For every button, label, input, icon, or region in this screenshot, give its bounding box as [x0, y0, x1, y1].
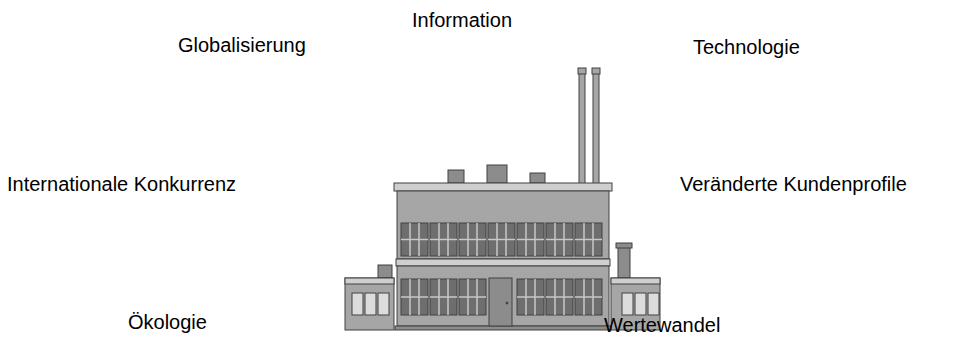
factory-part — [365, 293, 376, 315]
factory-building — [345, 68, 660, 330]
factory-part — [517, 296, 544, 298]
factor-label: Veränderte Kundenprofile — [680, 173, 907, 196]
factory-part — [488, 223, 515, 256]
factory-part — [648, 293, 659, 315]
factory-part — [401, 223, 428, 256]
factory-part — [401, 296, 428, 298]
factory-part — [593, 72, 599, 184]
factory-windows — [401, 223, 602, 315]
factory-part — [459, 279, 486, 315]
factory-part — [345, 278, 394, 284]
factory-part — [459, 223, 486, 256]
factory-part — [378, 293, 389, 315]
factory-part — [448, 170, 464, 183]
factory-part — [430, 223, 457, 256]
factory-part — [592, 68, 600, 74]
factory-part — [611, 278, 660, 284]
factory-part — [618, 247, 630, 278]
factory-part — [430, 239, 457, 241]
factory-part — [575, 279, 602, 315]
factory-part — [530, 173, 545, 183]
factory-part — [397, 266, 609, 326]
factory-part — [575, 223, 602, 256]
factory-part — [622, 293, 633, 315]
factory-part — [401, 239, 428, 241]
factory-part — [488, 223, 515, 256]
factor-label: Information — [412, 9, 512, 32]
factor-label: Internationale Konkurrenz — [7, 173, 236, 196]
factory-part — [487, 165, 507, 183]
factory-part — [546, 223, 573, 256]
factory-part — [517, 239, 544, 241]
factory-part — [459, 239, 486, 241]
factory-part — [395, 326, 611, 330]
factory-part — [546, 223, 573, 256]
factory-part — [546, 296, 573, 298]
factory-part — [401, 223, 428, 256]
factory-part — [635, 293, 646, 315]
factory-part — [517, 223, 544, 256]
factory-part — [517, 279, 544, 315]
factory-part — [396, 259, 610, 266]
factory-part — [459, 296, 486, 298]
factory-part — [517, 223, 544, 256]
factor-label: Ökologie — [128, 311, 207, 334]
factory-part — [378, 265, 392, 278]
factor-label: Technologie — [693, 36, 800, 59]
factory-part — [578, 68, 586, 74]
factory-part — [401, 279, 428, 315]
factory-part — [401, 279, 428, 315]
factory-part — [579, 72, 585, 184]
factory-part — [430, 279, 457, 315]
factory-part — [459, 279, 486, 315]
factory-part — [459, 223, 486, 256]
factory-part — [517, 279, 544, 315]
factory-part — [575, 239, 602, 241]
factory-part — [546, 239, 573, 241]
factor-label: Wertewandel — [604, 314, 720, 337]
factory-part — [394, 183, 612, 191]
factory-part — [397, 191, 609, 259]
factor-label: Globalisierung — [178, 34, 306, 57]
factory-part — [616, 243, 632, 248]
factory-part — [546, 279, 573, 315]
factory-part — [430, 296, 457, 298]
factory-part — [430, 279, 457, 315]
factory-part — [489, 278, 512, 326]
factory-part — [575, 296, 602, 298]
factory-part — [506, 302, 508, 304]
factory-part — [575, 223, 602, 256]
factory-part — [345, 278, 394, 330]
factory-part — [546, 279, 573, 315]
factory-part — [352, 293, 363, 315]
factory-part — [575, 279, 602, 315]
factory-part — [488, 239, 515, 241]
factory-part — [430, 223, 457, 256]
